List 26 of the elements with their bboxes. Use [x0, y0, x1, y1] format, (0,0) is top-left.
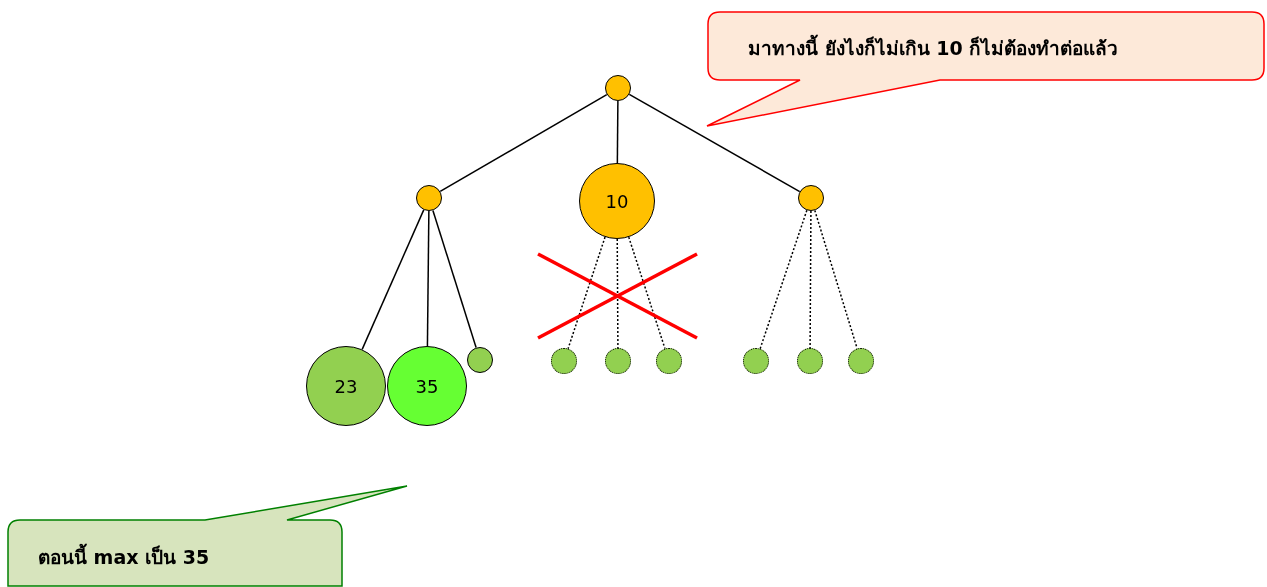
speech-bubble	[706, 11, 1266, 129]
tree-node	[656, 348, 682, 374]
tree-node	[743, 348, 769, 374]
tree-edge	[616, 100, 619, 164]
tree-edge	[432, 209, 477, 349]
tree-node	[798, 185, 824, 211]
tree-edge	[567, 236, 606, 350]
tree-edge	[426, 210, 430, 347]
callout-text: มาทางนี้ ยังไงก็ไม่เกิน 10 ก็ไม่ต้องทำต่อแล้ว	[748, 33, 1119, 63]
tree-node	[797, 348, 823, 374]
tree-edge	[361, 209, 425, 351]
tree-node	[605, 348, 631, 374]
tree-node	[848, 348, 874, 374]
node-label: 23	[334, 375, 358, 397]
tree-edge	[628, 236, 666, 350]
tree-edge	[439, 93, 608, 193]
speech-bubble	[6, 484, 410, 587]
tree-edge	[759, 209, 808, 350]
tree-node	[467, 347, 493, 373]
tree-edge	[628, 93, 801, 193]
tree-node	[416, 185, 442, 211]
tree-node	[605, 75, 631, 101]
node-label: 10	[605, 190, 629, 212]
callout-text: ตอนนี้ max เป็น 35	[38, 542, 210, 572]
tree-node	[551, 348, 577, 374]
node-label: 35	[415, 375, 439, 397]
